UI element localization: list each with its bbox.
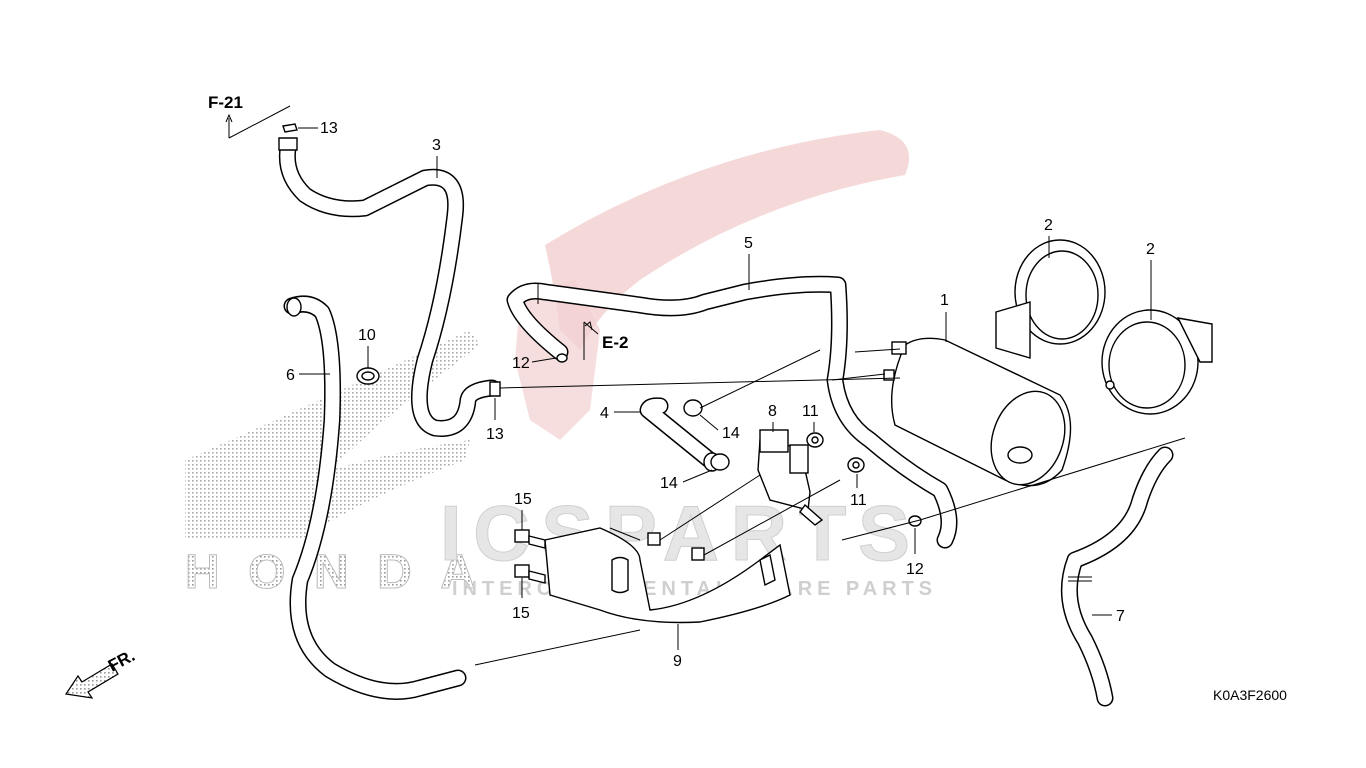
icsparts-wing-logo: [545, 130, 910, 350]
diagram-code: K0A3F2600: [1213, 687, 1287, 703]
icsparts-subtitle: INTERCONTINENTAL SPARE PARTS: [452, 578, 932, 600]
callout-11: 11: [802, 403, 819, 420]
clip-13-upper: [282, 123, 298, 133]
callout-14: 14: [660, 475, 678, 492]
clip-10: [356, 367, 380, 385]
e2-label: E-2: [602, 333, 628, 352]
bolt-15-lower: [514, 564, 546, 584]
callout-8: 8: [768, 403, 777, 420]
icsparts-watermark: ICSPARTS: [440, 489, 910, 577]
watermark: HONDA ICSPARTS INTERCONTINENTAL SPARE PA…: [185, 130, 932, 600]
callout-14: 14: [722, 425, 740, 442]
callout-13: 13: [320, 120, 338, 137]
callout-15: 15: [512, 605, 530, 622]
band-2-front: [995, 239, 1106, 359]
callout-2: 2: [1044, 217, 1053, 234]
clamp-14-lower: [710, 453, 730, 471]
canister-1: [831, 337, 1072, 487]
callout-6: 6: [286, 367, 295, 384]
hose-7: [1060, 446, 1174, 707]
callout-2: 2: [1146, 241, 1155, 258]
f21-reference: F-21: [208, 93, 291, 139]
screw: [647, 474, 841, 561]
clip-12-upper: [556, 353, 568, 363]
callout-11: 11: [850, 492, 867, 509]
bracket-9: [474, 527, 791, 666]
honda-watermark: HONDA: [185, 546, 475, 599]
nut-11-lower: [847, 457, 865, 473]
hose-5: [506, 275, 958, 549]
front-arrow-icon: FR.: [64, 646, 138, 699]
callout-4: 4: [600, 405, 609, 422]
callout-5: 5: [744, 235, 753, 252]
callout-12: 12: [512, 355, 530, 372]
callout-15: 15: [514, 491, 532, 508]
clip-12-lower: [841, 437, 1186, 541]
hose-3: [278, 137, 501, 437]
callout-13: 13: [486, 426, 504, 443]
callout-10: 10: [358, 327, 376, 344]
f21-label: F-21: [208, 93, 243, 112]
callouts: 1 2 2 3 4 5 6 7 8 9 10 11 11 12 12 13 13…: [286, 120, 1155, 670]
callout-7: 7: [1116, 608, 1125, 625]
band-2-rear: [1101, 309, 1213, 415]
callout-3: 3: [432, 137, 441, 154]
hose-6: [283, 295, 467, 700]
hose-4: [639, 397, 721, 472]
nut-11-upper: [806, 432, 824, 448]
clip-13-lower: [489, 377, 901, 397]
callout-1: 1: [940, 292, 949, 309]
clamp-14-upper: [683, 349, 821, 417]
callout-9: 9: [673, 653, 682, 670]
solenoid-valve-8: [757, 429, 824, 526]
e2-reference: E-2: [583, 321, 628, 360]
callout-12: 12: [906, 561, 924, 578]
